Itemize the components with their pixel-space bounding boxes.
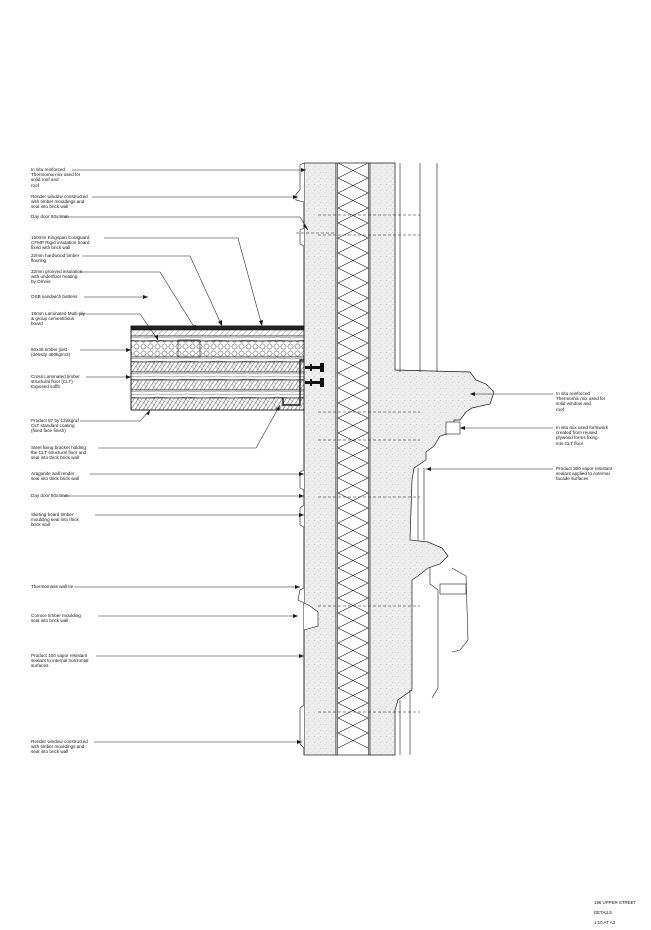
underfloor-heating-layer [130,329,305,337]
wall-section [303,162,495,756]
clt-layer-3 [130,379,305,391]
label-render-window-top: Render window constructed with timber mo… [31,194,88,210]
label-wall-tie: Thermomass wall tie [31,584,74,589]
title-project: 196 UPPER STREET [594,900,637,905]
title-block: 196 UPPER STREET DETAILS 1:10 AT A3 [594,895,646,930]
timber-joist [177,339,201,358]
wall-ties [318,214,420,713]
clt-layer-1 [130,361,305,373]
clt-layer-4 [130,389,305,399]
label-roof-mix: In situ reinforced Thermomix mix used fo… [31,167,81,188]
facade-lines [399,163,469,755]
label-timber-joist: 60x45 timber joist (density 460kg/m3) [31,347,71,358]
title-sheet: DETAILS [594,910,612,915]
label-internal-sealant: Product 100 vapor resistant sealant to i… [31,653,89,669]
label-skirting-board: Skirting board timber moulding seal into… [31,512,79,528]
insulation-zigzag [337,162,369,755]
label-formwork: In situ mix used formwork created from r… [556,425,609,446]
label-external-sealant: Product 300 vapor resistant sealant appl… [556,466,613,482]
leader-lines [63,169,553,743]
label-day-door-bottom: Day door 50x4mm [31,493,69,498]
bracket-bolts [305,363,324,387]
floor-buildup [130,325,324,411]
label-clt-floor: Cross Laminated timber structural floor … [31,374,80,390]
label-rigid-insulation: 150mm Kingspan Coolguard CFMP Rigid insu… [31,235,90,251]
outer-concrete-leaf [369,162,495,756]
label-clt-coating: Product 87 by Chilsgraf CLT standard coa… [31,418,79,434]
label-render-window-bottom: Render window constructed with timber mo… [31,739,88,755]
label-window-mix: In situ reinforced Thermomix mix used fo… [556,391,606,412]
insulation-zone [335,162,371,756]
leader-arrowheads [126,168,475,744]
wall-left-mouldings [295,162,336,749]
steel-bracket [282,359,304,406]
board-layer [130,356,305,363]
inner-render-leaf [303,162,337,756]
label-cornice: Cornice timber moulding seal into brick … [31,613,81,624]
label-multiply-board: 18mm Laminated Multi-ply & group cementi… [31,311,85,327]
label-day-door-top: Day door 50x4mm [31,214,69,219]
clt-layer-2 [130,371,305,381]
timber-flooring [130,325,305,331]
label-wall-render: Aragonite wall render seal into thick br… [31,471,79,482]
label-osb-battens: OSB sandwich battens [31,294,78,299]
insulation-layer [130,340,305,358]
label-steel-bracket: Steel fixing bracket holding the CLT str… [31,445,87,461]
label-timber-flooring: 22mm hardwood timber flooring [31,253,80,264]
label-underfloor-heating: 32mm grooved insulation with underfloor … [31,269,83,285]
